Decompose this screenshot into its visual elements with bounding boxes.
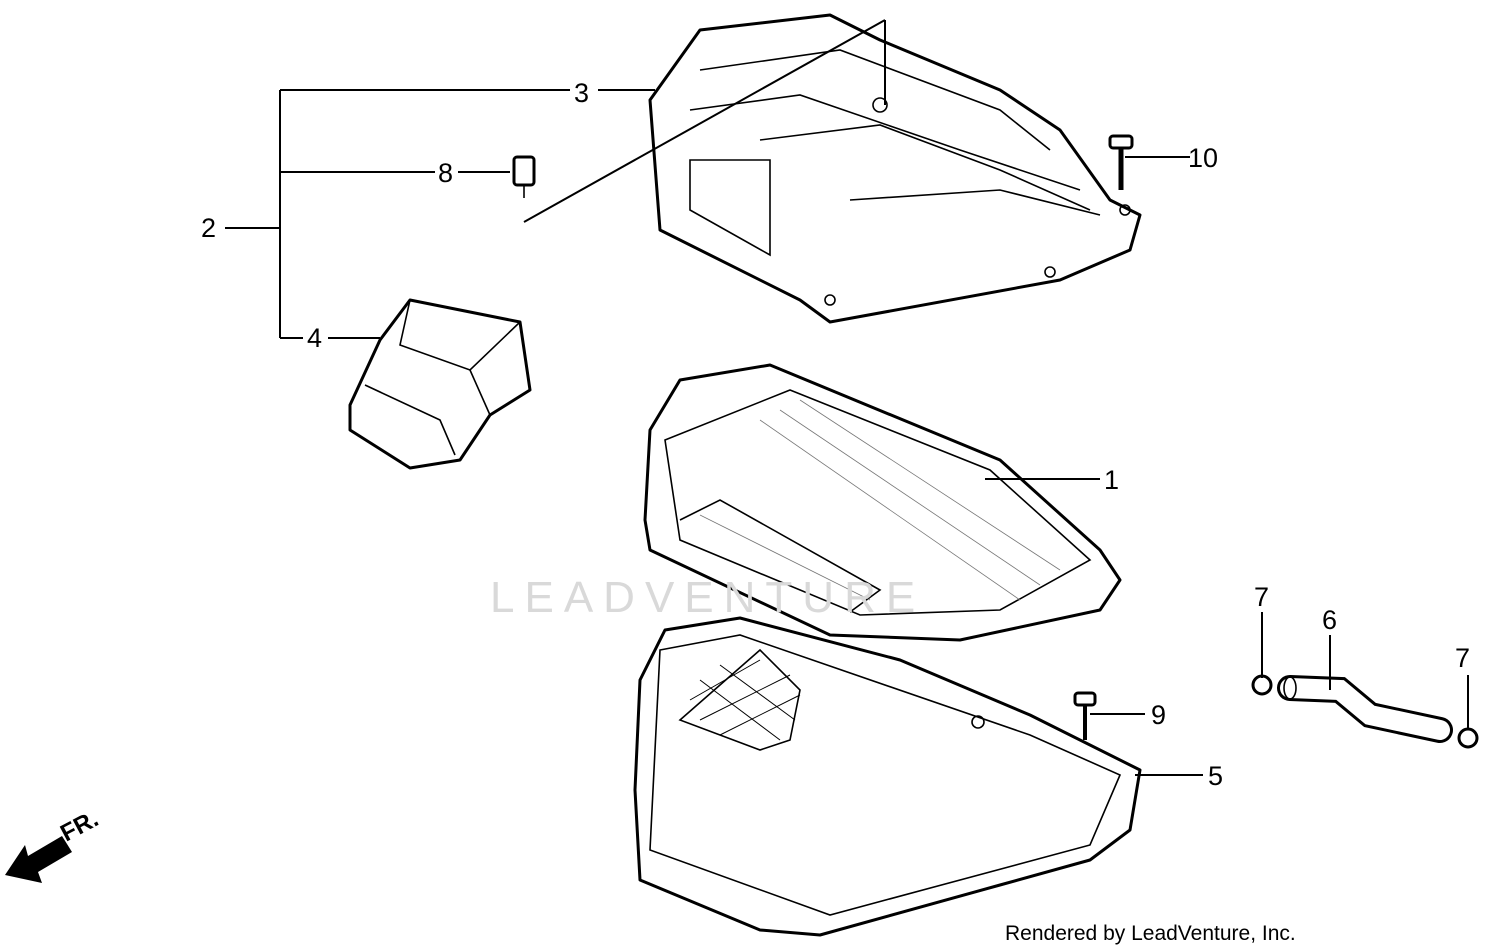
watermark: LEADVENTURE bbox=[490, 573, 925, 622]
front-direction-arrow-icon bbox=[5, 836, 72, 883]
callout-1: 1 bbox=[1104, 465, 1119, 495]
callout-5: 5 bbox=[1208, 761, 1223, 791]
callout-3: 3 bbox=[574, 78, 589, 108]
callout-10: 10 bbox=[1188, 143, 1218, 173]
screw-8 bbox=[512, 155, 536, 198]
clip-7-left bbox=[1251, 674, 1273, 696]
callout-9: 9 bbox=[1151, 700, 1166, 730]
air-cleaner-cover bbox=[648, 13, 1142, 324]
callout-6: 6 bbox=[1322, 605, 1337, 635]
intake-boot bbox=[348, 298, 532, 470]
callout-7-left: 7 bbox=[1254, 582, 1269, 612]
drain-hose bbox=[1277, 675, 1453, 743]
leader-lines bbox=[225, 19, 1469, 776]
callout-2: 2 bbox=[201, 213, 216, 243]
callout-7-right: 7 bbox=[1455, 643, 1470, 673]
air-cleaner-case bbox=[633, 616, 1142, 937]
callout-8: 8 bbox=[438, 158, 453, 188]
clip-7-right bbox=[1457, 727, 1479, 749]
air-filter-element bbox=[643, 363, 1122, 642]
callout-4: 4 bbox=[307, 323, 322, 353]
screw-9 bbox=[1073, 691, 1097, 740]
bolt-10 bbox=[1108, 134, 1134, 190]
footer-credit: Rendered by LeadVenture, Inc. bbox=[1005, 922, 1296, 945]
